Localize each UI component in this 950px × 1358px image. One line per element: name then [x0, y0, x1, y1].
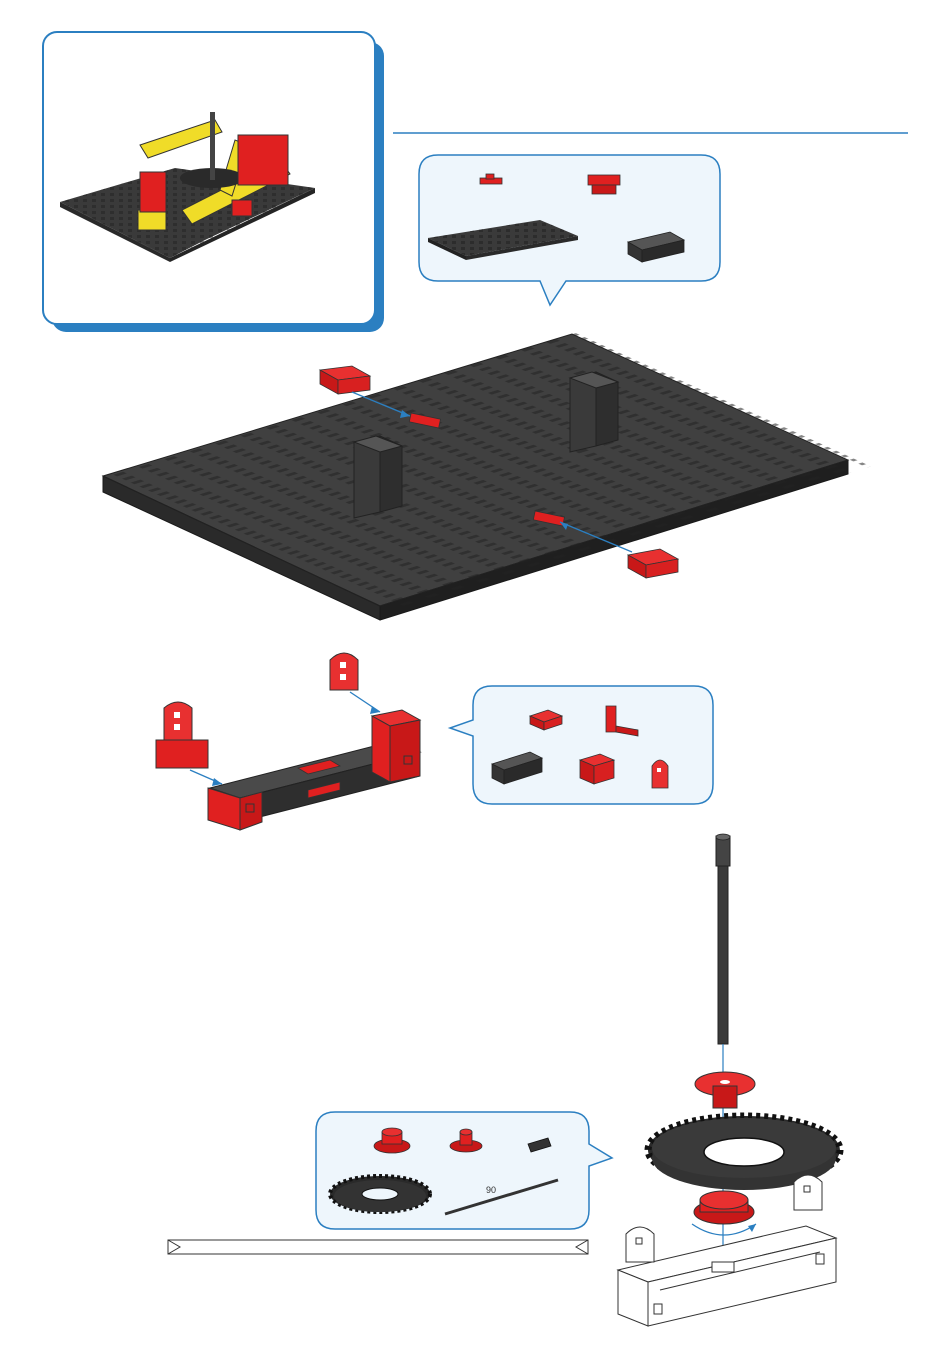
- step-2-parts-callout: [450, 686, 713, 804]
- red-bearing-mount-icon: [652, 760, 668, 788]
- red-block-top-left: [320, 366, 370, 394]
- bearing-block-top: [330, 653, 358, 690]
- red-building-block-15-icon: [588, 175, 620, 194]
- step-3-parts-callout: 90: [316, 1112, 612, 1229]
- step-1-parts-callout: [419, 155, 720, 305]
- axle-size-template: [168, 1240, 588, 1254]
- bearing-frame-assembly-icon: [156, 653, 420, 830]
- red-building-block-icon: [580, 754, 614, 784]
- bearing-block-left: [156, 702, 208, 768]
- gear-axle-assembly-icon: [618, 834, 840, 1326]
- preview-panel: [43, 32, 384, 332]
- axle-length-label: 90: [486, 1185, 496, 1195]
- red-block-bottom-right: [628, 549, 678, 578]
- base-plate-assembly-icon: [103, 332, 871, 620]
- black-gear-wheel-icon: [330, 1176, 430, 1212]
